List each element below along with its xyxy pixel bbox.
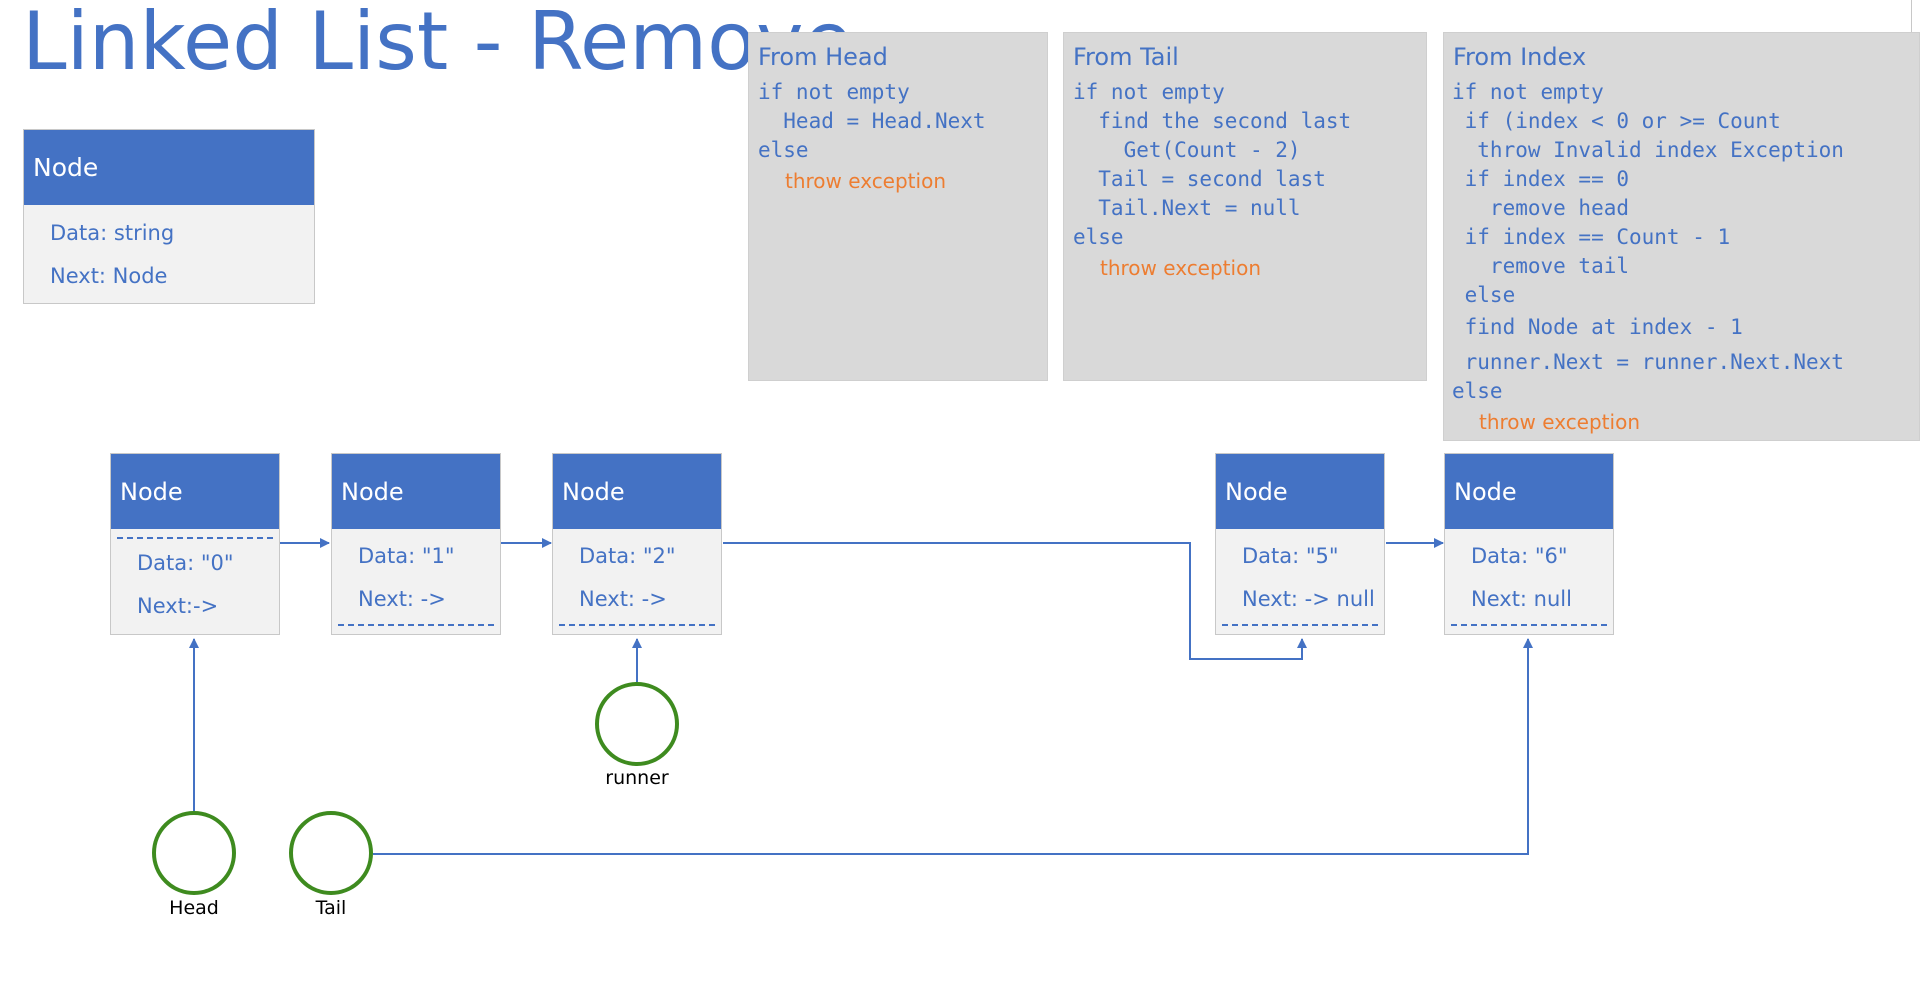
runner-pointer-label: runner [605,767,669,789]
code-line: if index == 0 [1452,167,1630,191]
code-line: remove head [1452,196,1630,220]
next-arrow-2-5-bypass [723,542,1307,660]
throw-exception-text: throw exception [1100,256,1261,280]
legend-node-header: Node [24,130,314,205]
code-line: else [1452,283,1516,307]
panel-from-index: From Index if not empty if (index < 0 or… [1443,32,1920,441]
node-header: Node [111,454,279,529]
list-node-2: Node Data: "2" Next: -> [552,453,722,635]
node-divider [559,624,715,626]
node-data-field: Data: "6" [1471,544,1568,568]
else-keyword: else [1452,379,1503,403]
else-keyword: else [758,138,809,162]
throw-exception-text: throw exception [785,169,946,193]
head-pointer-circle [152,811,236,895]
tail-pointer-circle [289,811,373,895]
throw-exception-text: throw exception [1479,410,1640,434]
node-next-field: Next: null [1471,587,1572,611]
node-divider [117,537,273,539]
legend-node-next-field: Next: Node [50,264,168,288]
node-header: Node [1445,454,1613,529]
code-line: if not empty [758,80,910,104]
panel-from-index-title: From Index [1453,43,1587,71]
panel-from-head-title: From Head [758,43,888,71]
legend-node: Node Data: string Next: Node [23,129,315,304]
tail-arrow [373,638,1533,855]
node-divider [1222,624,1378,626]
node-divider [338,624,494,626]
node-header: Node [553,454,721,529]
code-line: runner.Next = runner.Next.Next [1452,350,1844,374]
node-data-field: Data: "5" [1242,544,1339,568]
node-next-field: Next: -> null [1242,587,1375,611]
panel-from-head: From Head if not empty Head = Head.Next … [748,32,1048,381]
panel-from-tail: From Tail if not empty find the second l… [1063,32,1427,381]
page-title: Linked List - Remove [22,0,853,88]
list-node-5: Node Data: "5" Next: -> null [1215,453,1385,635]
code-line: remove tail [1452,254,1630,278]
code-line: Tail = second last [1073,167,1326,191]
node-next-field: Next:-> [137,594,219,618]
code-line: throw Invalid index Exception [1452,138,1844,162]
code-line: if (index < 0 or >= Count [1452,109,1781,133]
code-line: Head = Head.Next [758,109,986,133]
runner-pointer-circle [595,682,679,766]
code-line: if not empty [1073,80,1225,104]
node-header: Node [1216,454,1384,529]
node-data-field: Data: "1" [358,544,455,568]
node-divider [1451,624,1607,626]
code-line: find Node at index - 1 [1452,315,1743,339]
list-node-0: Node Data: "0" Next:-> [110,453,280,635]
node-data-field: Data: "0" [137,551,234,575]
node-header: Node [332,454,500,529]
legend-node-data-field: Data: string [50,221,175,245]
list-node-6: Node Data: "6" Next: null [1444,453,1614,635]
tail-pointer-label: Tail [315,897,347,919]
else-keyword: else [1073,225,1124,249]
code-line: Get(Count - 2) [1073,138,1301,162]
list-node-1: Node Data: "1" Next: -> [331,453,501,635]
node-next-field: Next: -> [579,587,667,611]
code-line: find the second last [1073,109,1352,133]
node-data-field: Data: "2" [579,544,676,568]
panel-from-tail-title: From Tail [1073,43,1179,71]
code-line: if index == Count - 1 [1452,225,1731,249]
code-line: if not empty [1452,80,1604,104]
head-pointer-label: Head [169,897,219,919]
node-next-field: Next: -> [358,587,446,611]
code-line: Tail.Next = null [1073,196,1301,220]
